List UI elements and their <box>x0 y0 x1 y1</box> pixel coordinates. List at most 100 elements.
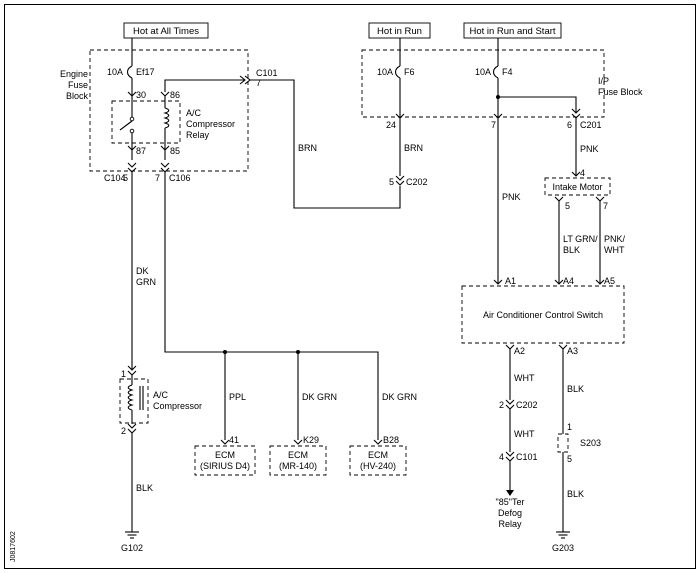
c202-top-connector: 5 C202 <box>389 175 428 187</box>
wire-wht-a: WHT <box>514 373 535 383</box>
s203-pin5: 5 <box>567 454 572 464</box>
ac-compressor-pin1: 1 <box>121 369 126 379</box>
ip-pin-24: 24 <box>386 120 396 130</box>
engine-fuse-block-label-1: Engine <box>60 69 88 79</box>
wire-ppl: PPL <box>229 392 246 402</box>
defog-relay-label-3: Relay <box>498 519 522 529</box>
fuse-f6-amp: 10A <box>377 67 393 77</box>
relay-pin-30: 30 <box>136 90 146 100</box>
fuse-f4-name: F4 <box>502 67 513 77</box>
c101-name: C101 <box>256 68 278 78</box>
engine-fuse-block-label-2: Fuse <box>68 80 88 90</box>
c202-top-pin: 5 <box>389 177 394 187</box>
wire-pnk-a: PNK <box>502 192 521 202</box>
relay-pin-87: 87 <box>136 146 146 156</box>
intake-motor-pin4: 4 <box>580 168 585 178</box>
c106-name: C106 <box>169 173 191 183</box>
header-hot-in-run-text: Hot in Run <box>377 26 422 37</box>
intake-motor-pin5: 5 <box>565 201 570 211</box>
fuse-f6-name: F6 <box>404 67 415 77</box>
wire-dk-grn-a-1: DK <box>136 266 149 276</box>
ground-g102-label: G102 <box>121 543 143 553</box>
ac-compressor-relay-box <box>111 100 181 144</box>
wire-dk-grn-c: DK GRN <box>382 392 417 402</box>
acs-pin-a1: A1 <box>505 276 516 286</box>
splice-s203: 1 S203 5 <box>557 422 601 464</box>
relay-coil-icon <box>163 101 170 143</box>
acs-pin-a4: A4 <box>563 276 574 286</box>
ecm1-pin: 41 <box>229 435 239 445</box>
wire-brn-a: BRN <box>298 143 317 153</box>
ip-fuse-block: I/P Fuse Block 10A F6 10A F4 24 7 6 C201 <box>361 38 643 130</box>
header-hot-all-times-text: Hot at All Times <box>133 26 199 37</box>
ecm-sirius-d4: 41 ECM (SIRIUS D4) <box>194 435 256 476</box>
c202-bottom-pin: 2 <box>499 400 504 410</box>
ecm2-pin: K29 <box>303 435 319 445</box>
c101-bottom-pin: 4 <box>499 452 504 462</box>
defog-relay-label-1: "85"Ter <box>496 497 525 507</box>
ecm3-pin: B28 <box>383 435 399 445</box>
fuse-f4-icon <box>492 65 499 79</box>
ecm-hv-240: B28 ECM (HV-240) <box>349 435 407 476</box>
header-hot-in-run: Hot in Run <box>368 22 431 39</box>
ac-compressor-relay-label-3: Relay <box>186 130 210 140</box>
ecm1-sub: (SIRIUS D4) <box>200 461 250 471</box>
defog-relay-label-2: Defog <box>498 508 522 518</box>
wire-pnk-wht-2: WHT <box>604 245 625 255</box>
relay-pin-85: 85 <box>170 146 180 156</box>
c202-bottom-name: C202 <box>516 400 538 410</box>
ac-compressor-pin2: 2 <box>121 426 126 436</box>
ac-compressor-label-1: A/C <box>153 390 169 400</box>
wire-brn-b: BRN <box>404 143 423 153</box>
ip-pin-6: 6 <box>567 120 572 130</box>
ip-fuse-block-label-1: I/P <box>598 76 609 86</box>
c101-bottom-name: C101 <box>516 452 538 462</box>
wire-blk-b: BLK <box>567 489 584 499</box>
fuse-ef17-name: Ef17 <box>136 67 155 77</box>
c101-pin: 7 <box>256 78 261 88</box>
wire-dk-grn-b: DK GRN <box>302 392 337 402</box>
s203-name: S203 <box>580 438 601 448</box>
ground-g102-icon <box>125 531 139 539</box>
relay-pin-86: 86 <box>170 90 180 100</box>
diagram-id: J0817602 <box>10 531 17 562</box>
ecm1-label: ECM <box>215 450 235 460</box>
ecm2-label: ECM <box>288 450 308 460</box>
wire-blk-c: BLK <box>136 483 153 493</box>
ac-compressor-relay-label-1: A/C <box>186 108 202 118</box>
c202-bottom-connector: 2 C202 <box>499 399 538 410</box>
c106-pin: 7 <box>155 173 160 183</box>
relay-switch-icon <box>119 101 135 143</box>
c201-name: C201 <box>580 120 602 130</box>
fuse-f6-icon <box>394 65 401 79</box>
wire-lt-grn-blk-2: BLK <box>563 245 580 255</box>
defog-relay-arrow-icon <box>506 490 514 496</box>
wire-blk-a: BLK <box>567 384 584 394</box>
ac-compressor-clutch-coil-icon <box>127 375 144 424</box>
wire-pnk-wht-1: PNK/ <box>604 234 626 244</box>
c104-name: C104 <box>104 173 126 183</box>
ground-g203-icon <box>556 531 570 539</box>
acs-pin-a3: A3 <box>567 346 578 356</box>
ecm3-label: ECM <box>368 450 388 460</box>
intake-motor-pin7: 7 <box>603 201 608 211</box>
acs-pin-a2: A2 <box>514 346 525 356</box>
c104-pin: 5 <box>123 173 128 183</box>
ip-fuse-block-label-2: Fuse Block <box>598 87 643 97</box>
engine-fuse-block: Engine Fuse Block 10A Ef17 A/C Compresso… <box>60 38 278 183</box>
acs-pin-a5: A5 <box>604 276 615 286</box>
c202-top-name: C202 <box>406 177 428 187</box>
engine-fuse-block-label-3: Block <box>66 91 89 101</box>
wire-lt-grn-blk-1: LT GRN/ <box>563 234 598 244</box>
ecm-mr-140: K29 ECM (MR-140) <box>269 435 327 476</box>
header-hot-run-start-text: Hot in Run and Start <box>469 26 555 37</box>
wire-wht-b: WHT <box>514 429 535 439</box>
ac-compressor-label-2: Compressor <box>153 401 202 411</box>
ecm2-sub: (MR-140) <box>279 461 317 471</box>
acs-label: Air Conditioner Control Switch <box>483 310 603 320</box>
header-hot-all-times: Hot at All Times <box>123 22 209 39</box>
ecm3-sub: (HV-240) <box>360 461 396 471</box>
ac-compressor: 1 A/C Compressor 2 <box>119 365 202 436</box>
fuse-f4-amp: 10A <box>475 67 491 77</box>
